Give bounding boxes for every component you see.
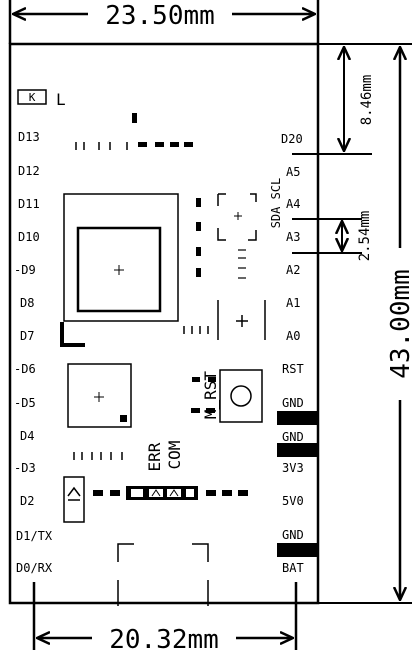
pin-label-d4: D4 xyxy=(20,429,35,443)
pin-label-a2: A2 xyxy=(286,263,301,277)
err-label: ERR xyxy=(145,442,164,471)
d4-ticks xyxy=(73,452,123,460)
middle-pads xyxy=(196,198,201,277)
pin-label-bat: BAT xyxy=(282,561,304,575)
key-label: L xyxy=(56,90,66,109)
resistor-ticks xyxy=(75,142,128,150)
pin-pitch-dimension: 2.54mm xyxy=(292,211,373,262)
cap-ticks xyxy=(183,326,209,334)
gnd-bar-2 xyxy=(277,443,317,457)
bottom-width-label: 20.32mm xyxy=(109,625,219,655)
pin-label-gnd-1: GND xyxy=(282,396,304,410)
led-row xyxy=(93,486,248,500)
pin-label-3v3: 3V3 xyxy=(282,461,304,475)
key-box-label: K xyxy=(29,91,36,104)
small-ticks-right xyxy=(238,249,246,279)
com-label: COM xyxy=(165,441,184,470)
upper-pitch-label: 8.46mm xyxy=(359,75,375,126)
led-pads-top xyxy=(138,142,193,147)
pin-label-d2: D2 xyxy=(20,494,35,508)
pin-label-d3: -D3 xyxy=(14,461,36,475)
sda-scl-label: SDA SCL xyxy=(269,178,283,229)
pin-label-d5: -D5 xyxy=(14,396,36,410)
pin-label-d13: D13 xyxy=(18,130,40,144)
pin-label-a5: A5 xyxy=(286,165,301,179)
height-dimension: 43.00mm xyxy=(318,43,416,604)
pin-label-d10: D10 xyxy=(18,230,40,244)
pin-label-a1: A1 xyxy=(286,296,301,310)
pin-label-a3: A3 xyxy=(286,230,301,244)
height-label: 43.00mm xyxy=(386,269,416,379)
pin-label-d9: -D9 xyxy=(14,263,36,277)
pin-label-a0: A0 xyxy=(286,329,301,343)
pin-label-d1-tx: D1/TX xyxy=(16,529,53,543)
upper-pitch-dimension: 8.46mm xyxy=(292,48,375,155)
pin-pitch-label: 2.54mm xyxy=(357,211,373,262)
bottom-width-dimension: 20.32mm xyxy=(32,582,298,655)
top-width-dimension: 23.50mm xyxy=(8,0,320,44)
mrst-label: M_RST xyxy=(201,371,220,420)
pin-label-d7: D7 xyxy=(20,329,35,343)
board-outline xyxy=(8,42,320,605)
usb-connector xyxy=(117,543,209,606)
capacitor xyxy=(217,300,266,340)
pin-label-gnd-2: GND xyxy=(282,430,304,444)
pin-label-rst: RST xyxy=(282,362,304,376)
pin-label-d6: -D6 xyxy=(14,362,36,376)
pin-label-d0-rx: D0/RX xyxy=(16,561,53,575)
pin-label-d12: D12 xyxy=(18,164,40,178)
pin-label-5v0: 5V0 xyxy=(282,494,304,508)
pin-label-d11: D11 xyxy=(18,197,40,211)
pin-label-gnd-3: GND xyxy=(282,528,304,542)
component-pad xyxy=(132,113,137,123)
pin-label-d8: D8 xyxy=(20,296,35,310)
secondary-chip xyxy=(67,363,132,428)
mrst-pads xyxy=(191,377,216,413)
bat-bar xyxy=(277,543,317,557)
gnd-bar-1 xyxy=(277,411,317,425)
key-box xyxy=(17,89,47,105)
pin-label-d20: D20 xyxy=(281,132,303,146)
pin-label-a4: A4 xyxy=(286,197,301,211)
top-width-label: 23.50mm xyxy=(105,1,215,31)
diode-symbol xyxy=(63,476,85,523)
main-chip xyxy=(60,193,179,347)
reset-button[interactable] xyxy=(219,369,263,423)
sensor-outline xyxy=(217,193,257,241)
